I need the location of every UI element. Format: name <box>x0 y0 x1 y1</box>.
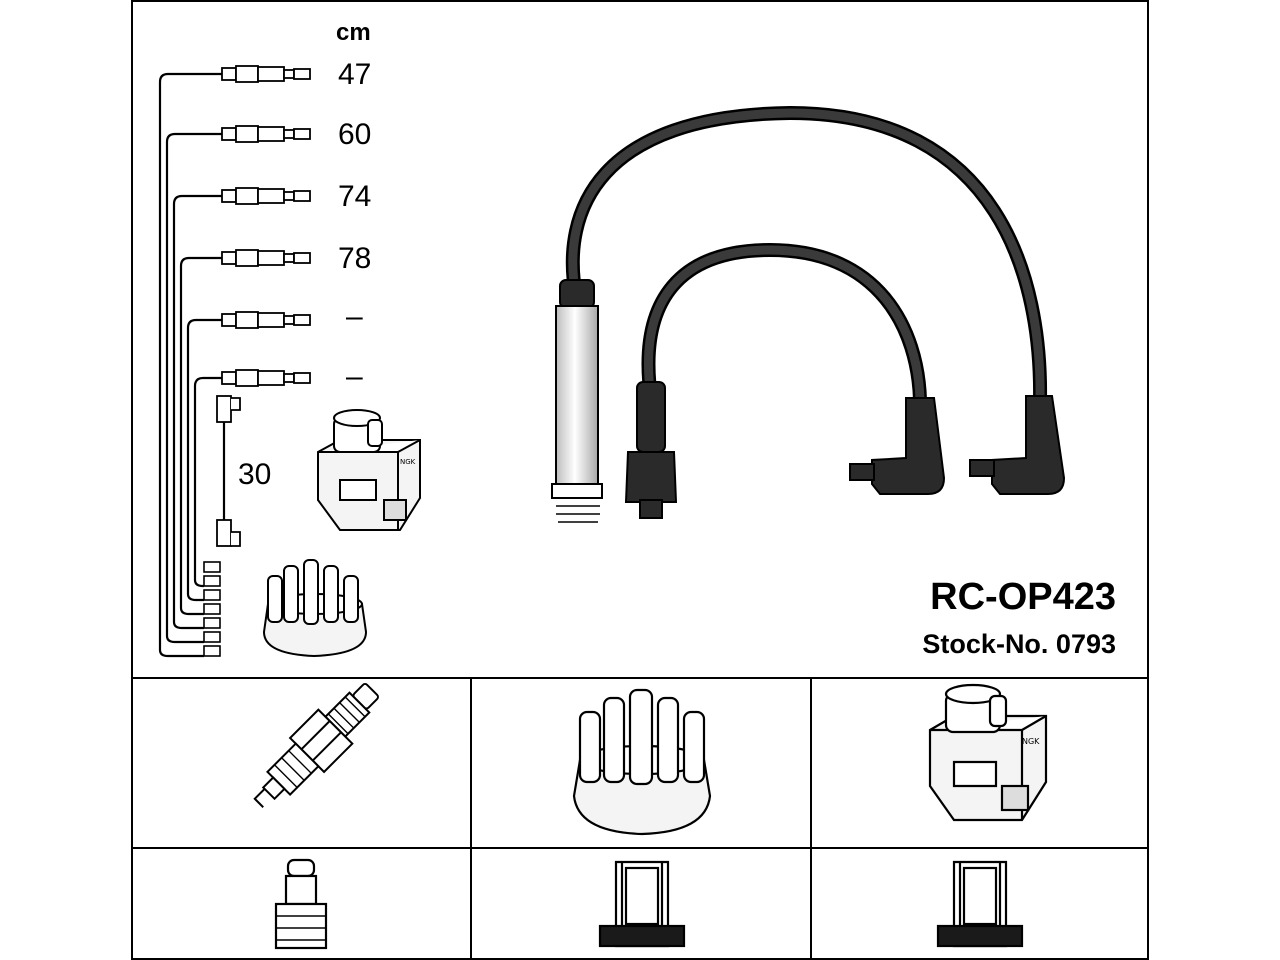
coil-cable <box>216 395 241 547</box>
angled-boot-short <box>849 397 946 495</box>
coil-cable-length: 30 <box>238 458 271 491</box>
ignition-cable-short <box>641 242 927 407</box>
connector-row-2 <box>221 125 311 143</box>
coil-terminal-icon <box>936 860 1024 948</box>
cap-terminal-icon <box>598 860 686 948</box>
frame-lines <box>131 0 1149 960</box>
cable-length-1: 47 <box>338 58 371 91</box>
connector-row-4 <box>221 249 311 267</box>
cable-length-3: 74 <box>338 180 371 213</box>
svg-text:NGK: NGK <box>1022 737 1040 746</box>
cable-length-2: 60 <box>338 118 371 151</box>
connector-row-1 <box>221 65 311 83</box>
cable-length-4: 78 <box>338 242 371 275</box>
connector-row-6 <box>221 369 311 387</box>
ignition-coil-icon: NGK <box>928 683 1048 822</box>
distributor-cap-small-icon <box>262 559 368 658</box>
connector-row-3 <box>221 187 311 205</box>
spark-plug-boot-straight <box>551 279 603 523</box>
unit-label: cm <box>336 19 371 46</box>
cable-length-6: – <box>346 360 363 393</box>
cable-rows: 47 60 74 78 – – <box>158 58 371 658</box>
svg-text:NGK: NGK <box>400 458 416 466</box>
cable-length-5: – <box>346 300 363 333</box>
row-connectors <box>221 65 311 387</box>
plug-terminal-icon <box>274 858 328 950</box>
product-code: RC-OP423 <box>930 576 1116 618</box>
coil-boot <box>624 381 678 519</box>
angled-boot-long <box>969 395 1066 495</box>
distributor-cap-icon <box>572 688 712 836</box>
bundle-wires <box>158 72 222 658</box>
cap-terminals <box>203 561 221 657</box>
connector-row-5 <box>221 311 311 329</box>
ignition-coil-small-icon: NGK <box>317 409 421 531</box>
ignition-cable-long <box>565 105 1048 407</box>
stock-number: Stock-No. 0793 <box>922 629 1116 659</box>
spark-plug-icon <box>253 683 379 808</box>
